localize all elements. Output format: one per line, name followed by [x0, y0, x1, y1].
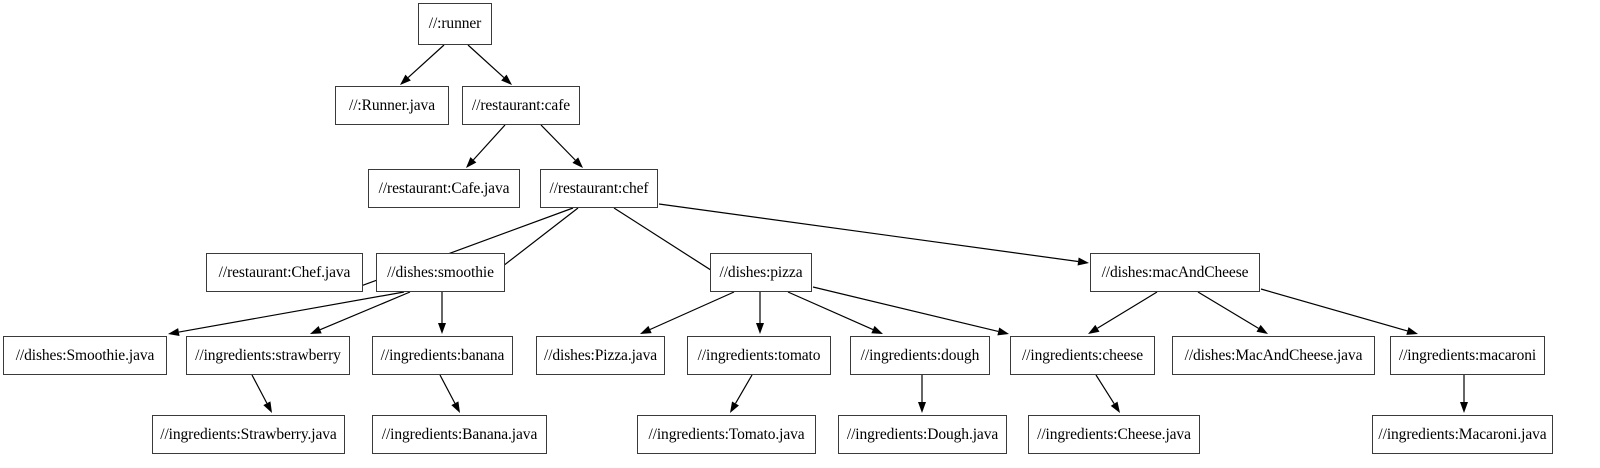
graph-node-label: //ingredients:dough: [860, 346, 980, 364]
arrowhead: [1110, 401, 1120, 413]
graph-edge-tomato-to-tomato_java: [730, 374, 753, 413]
graph-node-cheese_java[interactable]: //ingredients:Cheese.java: [1028, 415, 1200, 454]
graph-node-label: //dishes:Smoothie.java: [15, 346, 155, 364]
graph-edge-banana-to-banana_java: [439, 374, 460, 413]
arrowhead: [400, 74, 411, 85]
arrowhead: [871, 325, 883, 334]
graph-node-macandcheese_java[interactable]: //dishes:MacAndCheese.java: [1172, 336, 1375, 375]
graph-node-smoothie_java[interactable]: //dishes:Smoothie.java: [3, 336, 167, 375]
graph-edge-pizza-to-cheese: [812, 286, 1009, 336]
graph-node-label: //ingredients:Dough.java: [846, 425, 999, 443]
graph-edge-smoothie-to-smoothie_java: [168, 291, 405, 337]
arrowhead: [451, 401, 460, 413]
graph-node-pizza_java[interactable]: //dishes:Pizza.java: [536, 336, 665, 375]
graph-node-macaroni_java[interactable]: //ingredients:Macaroni.java: [1372, 415, 1553, 454]
graph-node-label: //ingredients:cheese: [1021, 346, 1144, 364]
arrowhead: [438, 323, 446, 334]
graph-node-macaroni[interactable]: //ingredients:macaroni: [1390, 336, 1545, 375]
graph-edge-macandcheese-to-macaroni: [1260, 288, 1418, 335]
graph-node-label: //dishes:Pizza.java: [543, 346, 658, 364]
graph-node-label: //restaurant:chef: [549, 179, 649, 197]
arrowhead: [1460, 402, 1468, 413]
arrowhead: [918, 402, 926, 413]
graph-edge-strawberry-to-strawberry_java: [251, 374, 272, 413]
arrowhead: [1088, 324, 1100, 334]
graph-edge-macandcheese-to-macandcheese_java: [1197, 291, 1268, 334]
graph-node-strawberry[interactable]: //ingredients:strawberry: [186, 336, 350, 375]
graph-edge-cheese-to-cheese_java: [1095, 374, 1120, 413]
graph-node-banana_java[interactable]: //ingredients:Banana.java: [372, 415, 547, 454]
graph-node-label: //ingredients:banana: [380, 346, 505, 364]
graph-node-banana[interactable]: //ingredients:banana: [372, 336, 513, 375]
graph-node-tomato[interactable]: //ingredients:tomato: [687, 336, 831, 375]
graph-edge-macandcheese-to-cheese: [1088, 291, 1158, 334]
graph-node-label: //:runner: [428, 15, 482, 33]
graph-node-chef[interactable]: //restaurant:chef: [540, 169, 658, 208]
arrowhead: [1256, 324, 1268, 334]
graph-node-label: //:Runner.java: [349, 96, 435, 114]
graph-node-chef_java[interactable]: //restaurant:Chef.java: [206, 253, 363, 292]
arrowhead: [168, 328, 180, 337]
graph-node-label: //ingredients:tomato: [697, 346, 821, 364]
arrowhead: [572, 157, 583, 168]
graph-node-label: //restaurant:cafe: [471, 96, 571, 114]
graph-node-smoothie[interactable]: //dishes:smoothie: [376, 253, 505, 292]
graph-node-label: //dishes:pizza: [719, 263, 803, 281]
graph-node-label: //ingredients:strawberry: [195, 346, 341, 364]
arrowhead: [997, 327, 1009, 336]
graph-node-cafe_java[interactable]: //restaurant:Cafe.java: [368, 169, 520, 208]
graph-node-label: //dishes:macAndCheese: [1101, 263, 1249, 281]
graph-node-label: //ingredients:Strawberry.java: [160, 425, 337, 443]
graph-edge-smoothie-to-strawberry: [310, 291, 411, 334]
graph-edge-runner-to-runner_java: [400, 44, 445, 85]
arrowhead: [263, 401, 272, 413]
arrowhead: [310, 326, 322, 334]
graph-node-label: //restaurant:Cafe.java: [378, 179, 510, 197]
graph-node-cheese[interactable]: //ingredients:cheese: [1010, 336, 1155, 375]
graph-node-label: //ingredients:Banana.java: [381, 425, 538, 443]
graph-edge-cafe-to-chef: [540, 124, 583, 168]
arrowhead: [1077, 257, 1089, 266]
graph-edge-dough-to-dough_java: [918, 375, 926, 413]
graph-edge-smoothie-to-banana: [438, 292, 446, 334]
arrowhead: [756, 323, 764, 334]
arrowhead: [466, 157, 477, 168]
graph-node-dough_java[interactable]: //ingredients:Dough.java: [838, 415, 1007, 454]
graph-node-runner[interactable]: //:runner: [418, 3, 492, 45]
graph-edge-pizza-to-dough: [787, 291, 883, 334]
graph-node-label: //ingredients:Macaroni.java: [1378, 425, 1547, 443]
graph-node-dough[interactable]: //ingredients:dough: [850, 336, 990, 375]
arrowhead: [1406, 327, 1418, 335]
graph-node-strawberry_java[interactable]: //ingredients:Strawberry.java: [152, 415, 345, 454]
graph-node-label: //ingredients:Tomato.java: [648, 425, 805, 443]
arrowhead: [640, 325, 652, 334]
graph-edge-pizza-to-tomato: [756, 292, 764, 334]
graph-edge-runner-to-cafe: [467, 44, 512, 85]
graph-node-tomato_java[interactable]: //ingredients:Tomato.java: [637, 415, 816, 454]
graph-edge-cafe-to-cafe_java: [466, 124, 506, 168]
graph-node-label: //dishes:smoothie: [387, 263, 494, 281]
arrowhead: [501, 74, 512, 85]
graph-node-pizza[interactable]: //dishes:pizza: [710, 253, 812, 292]
graph-node-cafe[interactable]: //restaurant:cafe: [462, 86, 580, 125]
graph-node-label: //dishes:MacAndCheese.java: [1184, 346, 1363, 364]
graph-node-label: //ingredients:macaroni: [1398, 346, 1537, 364]
graph-node-label: //ingredients:Cheese.java: [1037, 425, 1191, 443]
graph-edge-pizza-to-pizza_java: [640, 291, 735, 334]
graph-edge-macaroni-to-macaroni_java: [1460, 375, 1468, 413]
graph-node-runner_java[interactable]: //:Runner.java: [335, 86, 449, 125]
graph-node-label: //restaurant:Chef.java: [218, 263, 351, 281]
graph-node-macandcheese[interactable]: //dishes:macAndCheese: [1090, 253, 1260, 292]
arrowhead: [730, 401, 739, 413]
